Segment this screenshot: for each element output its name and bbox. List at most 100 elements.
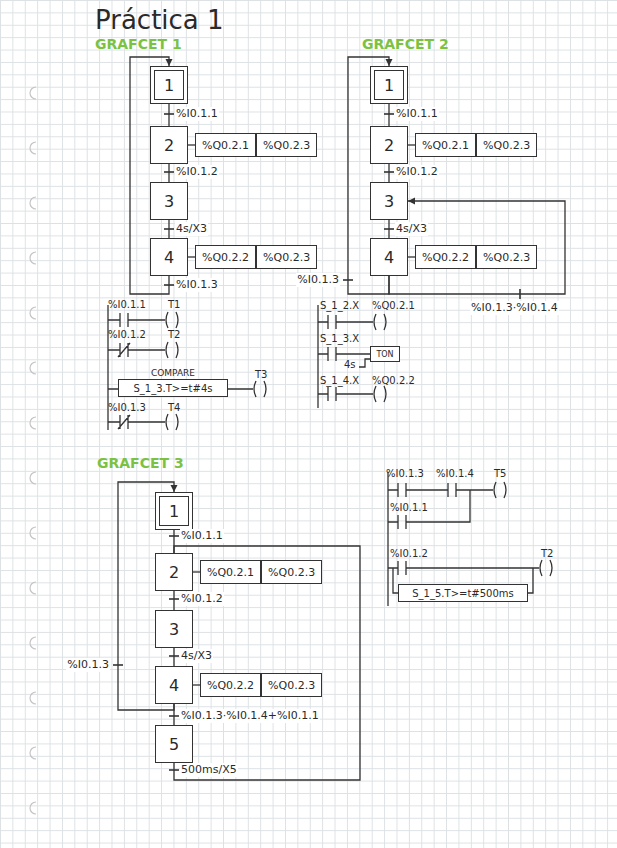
grafcet-link xyxy=(169,648,179,666)
node-text: 4 xyxy=(384,248,394,267)
transition-condition: 4s/X3 xyxy=(175,222,208,235)
node-text: 3 xyxy=(169,620,179,639)
grafcet-link xyxy=(164,220,174,238)
node-text: 1 xyxy=(169,502,179,521)
node-text: 3 xyxy=(164,192,174,211)
signal-label: %I0.1.1 xyxy=(390,502,428,514)
ladder-3 xyxy=(388,472,552,606)
transition-condition: 4s/X3 xyxy=(395,222,428,235)
transition-bar xyxy=(169,715,179,717)
transition-bar xyxy=(164,228,174,230)
grafcet-heading: GRAFCET 2 xyxy=(362,36,449,53)
transition-bar xyxy=(169,598,179,600)
action-box: %Q0.2.1 xyxy=(200,560,261,584)
grafcet-heading: GRAFCET 1 xyxy=(95,36,182,53)
node-text: %Q0.2.2 xyxy=(207,679,254,692)
node-text: TON xyxy=(376,350,393,359)
action-box: %Q0.2.2 xyxy=(415,245,476,269)
link-line xyxy=(388,164,389,182)
action-box: %Q0.2.3 xyxy=(256,133,317,157)
initial-step: 1 xyxy=(370,66,408,104)
grafcet-link xyxy=(169,546,360,780)
step-box: 5 xyxy=(155,725,193,763)
transition-bar xyxy=(343,279,353,281)
node-text: %Q0.2.3 xyxy=(483,139,530,152)
link-line xyxy=(173,591,174,610)
node-text: 1 xyxy=(164,76,174,95)
node-text: %Q0.2.3 xyxy=(263,251,310,264)
link-line xyxy=(188,144,195,145)
transition-condition: %I0.1.2 xyxy=(175,165,219,178)
transition-condition: 4s/X3 xyxy=(180,649,213,662)
signal-label: T1 xyxy=(168,299,180,311)
action-box: %Q0.2.3 xyxy=(261,673,322,697)
compare-block: COMPARES_1_3.T>=t#4s xyxy=(118,367,228,398)
transition-condition: %I0.1.2 xyxy=(395,165,439,178)
grafcet-link xyxy=(169,704,179,725)
node-text: 2 xyxy=(384,136,394,155)
link-line xyxy=(193,684,200,685)
node-text: 2 xyxy=(164,136,174,155)
arrowhead xyxy=(171,485,178,492)
signal-label: %I0.1.3 xyxy=(108,402,146,414)
compare-block: S_1_5.T>=t#500ms xyxy=(398,584,528,602)
node-text: 1 xyxy=(384,76,394,95)
transition-condition: %I0.1.3 xyxy=(66,658,110,671)
node-text: %Q0.2.1 xyxy=(202,139,249,152)
link-line xyxy=(389,201,565,294)
node-text: S_1_5.T>=t#500ms xyxy=(412,588,513,599)
grafcet-link xyxy=(389,198,565,300)
node-text: 2 xyxy=(169,563,179,582)
binder-holes xyxy=(30,87,36,814)
node-text: 4 xyxy=(164,248,174,267)
node-text: %Q0.2.2 xyxy=(422,251,469,264)
signal-label: %Q0.2.2 xyxy=(372,375,415,387)
step-box: 3 xyxy=(150,182,188,220)
transition-bar xyxy=(384,113,394,115)
signal-label: %I0.1.1 xyxy=(108,299,146,311)
signal-label: T3 xyxy=(255,369,267,381)
node-text: %Q0.2.3 xyxy=(268,566,315,579)
signal-label: T2 xyxy=(168,329,180,341)
transition-bar xyxy=(519,289,521,299)
step-box: 2 xyxy=(150,126,188,164)
signal-label: %I0.1.4 xyxy=(436,468,474,480)
node-text: 4 xyxy=(169,676,179,695)
timer-block: TON xyxy=(370,346,400,362)
signal-label: S_1_2.X xyxy=(320,300,359,312)
node-text: %Q0.2.2 xyxy=(202,251,249,264)
step-box: 4 xyxy=(150,238,188,276)
page-title: Práctica 1 xyxy=(95,5,224,36)
transition-bar xyxy=(164,113,174,115)
grafcet-link xyxy=(384,220,394,238)
link-line xyxy=(173,704,174,725)
grafcet-link xyxy=(384,104,394,126)
action-box: %Q0.2.3 xyxy=(476,245,537,269)
transition-bar xyxy=(169,535,179,537)
link-line xyxy=(408,144,415,145)
grafcet-link xyxy=(188,257,195,258)
signal-label: %I0.1.2 xyxy=(108,329,146,341)
transition-condition: %I0.1.3 xyxy=(175,278,219,291)
grafcet-link xyxy=(164,104,174,126)
transition-condition: %I0.1.3·%I0.1.4 xyxy=(470,301,559,314)
grafcet-link xyxy=(169,591,179,610)
initial-step: 1 xyxy=(155,492,193,530)
initial-step: 1 xyxy=(150,66,188,104)
signal-label: S_1_3.X xyxy=(320,333,359,345)
link-line xyxy=(174,546,360,780)
transition-bar xyxy=(384,171,394,173)
node-text: 3 xyxy=(384,192,394,211)
transition-bar xyxy=(384,228,394,230)
action-box: %Q0.2.3 xyxy=(256,245,317,269)
node-text: %Q0.2.3 xyxy=(483,251,530,264)
signal-label: %Q0.2.1 xyxy=(372,300,415,312)
ladder-1 xyxy=(108,305,266,430)
transition-bar xyxy=(169,655,179,657)
link-line xyxy=(168,104,169,126)
transition-condition: %I0.1.1 xyxy=(395,107,439,120)
step-box: 2 xyxy=(155,553,193,591)
transition-bar xyxy=(169,769,179,771)
link-line xyxy=(173,648,174,666)
transition-bar xyxy=(113,664,123,666)
